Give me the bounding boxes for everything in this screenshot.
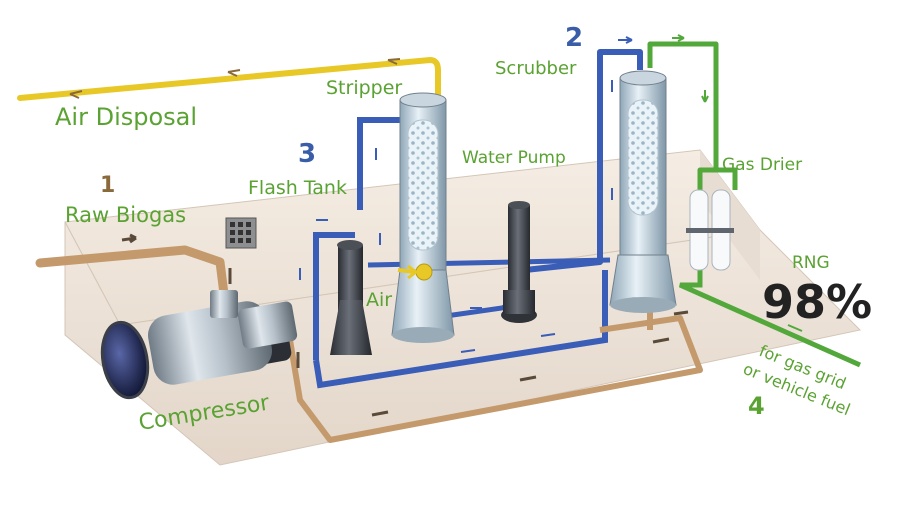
air-disposal-label: Air Disposal — [55, 103, 197, 131]
scrubber-column-icon — [610, 71, 676, 313]
step-3-number: 3 — [298, 139, 316, 169]
water-pump-label: Water Pump — [462, 148, 566, 168]
arrow-left-icon — [674, 312, 688, 314]
control-panel-icon — [226, 218, 256, 248]
stripper-label: Stripper — [326, 77, 402, 99]
step-2-number: 2 — [565, 23, 583, 53]
arrow-down-icon — [702, 90, 708, 102]
gas-drier-label: Gas Drier — [722, 155, 802, 175]
rng-label: RNG — [792, 253, 830, 273]
scrubber-label: Scrubber — [495, 58, 577, 79]
arrow-right-icon — [672, 35, 684, 41]
air-label: Air — [366, 289, 392, 311]
stripper-column-icon — [392, 93, 454, 343]
rng-percent: 98% — [762, 275, 872, 329]
step-4-number: 4 — [748, 392, 765, 420]
raw-biogas-label: Raw Biogas — [65, 203, 186, 227]
step-1-number: 1 — [100, 173, 115, 198]
arrow-right-icon — [618, 37, 632, 43]
flash-tank-label: Flash Tank — [248, 177, 347, 199]
